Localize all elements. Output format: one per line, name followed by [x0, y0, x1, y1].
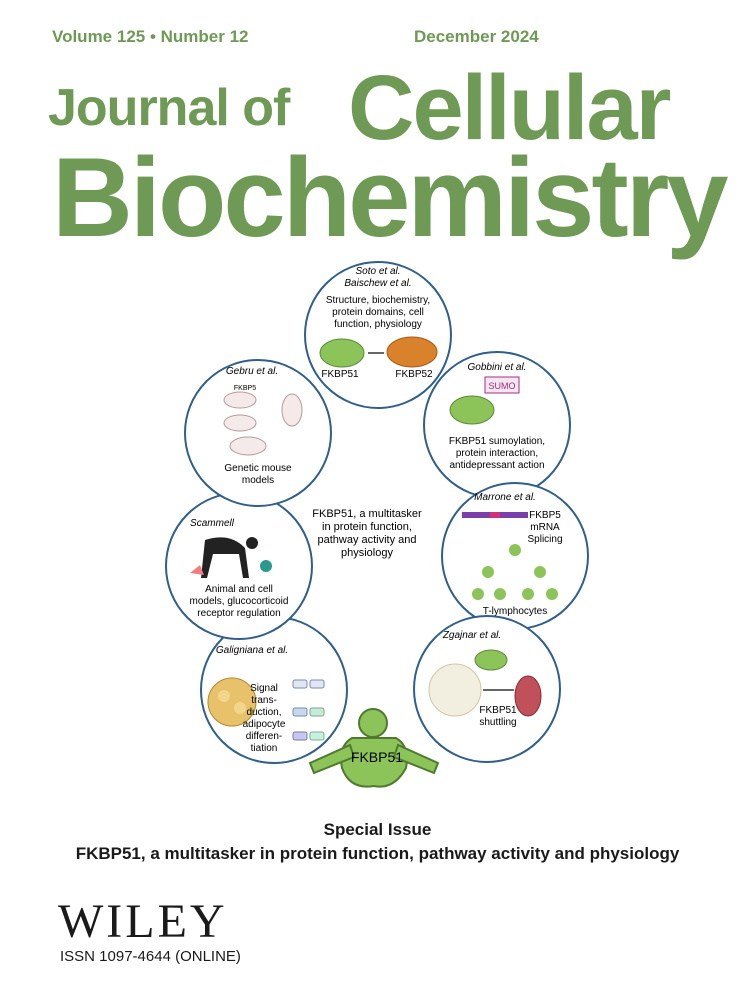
circle-text-line: mRNA [530, 522, 560, 533]
gene-label: FKBP5 [234, 385, 256, 392]
circle-text-line: Splicing [527, 534, 562, 545]
cover-illustration: Soto et al. Baischew et al. Structure, b… [165, 261, 589, 788]
circle-text-line: receptor regulation [197, 608, 280, 619]
journal-title-part1: Journal of [48, 79, 290, 137]
circle-text-line: Structure, biochemistry, [326, 295, 430, 306]
fkbp51-protein [449, 395, 495, 425]
circle-text-line: FKBP5 [529, 510, 561, 521]
protein-label: FKBP52 [395, 369, 433, 380]
fkbp51-protein [319, 338, 365, 368]
center-text-line: in protein function, [322, 521, 412, 533]
circle-zgajnar: Zgajnar et al. FKBP51 shuttling [413, 615, 561, 763]
circle-text-line: function, physiology [334, 319, 422, 330]
sumo-label: SUMO [489, 381, 516, 391]
journal-title-part2: Cellular [348, 57, 671, 159]
figure-label: FKBP51 [351, 749, 403, 765]
circle-text-line: T-lymphocytes [483, 606, 547, 617]
center-text-line: physiology [341, 547, 393, 559]
circle-text-line: shuttling [479, 717, 516, 728]
circle-text-line: models, glucocorticoid [190, 596, 289, 607]
cell-icon [190, 565, 204, 575]
journal-title-part3: Biochemistry [52, 135, 729, 260]
fkbp51-figure: FKBP51 [308, 708, 440, 788]
circle-text-line: Genetic mouse [224, 463, 292, 474]
sumo-tag [484, 376, 520, 394]
circle-text-line: Signal [250, 683, 278, 694]
mitochondrion-icon [514, 675, 542, 717]
center-text-line: FKBP51, a multitasker [312, 508, 422, 520]
circle-gobbini: Gobbini et al. SUMO FKBP51 sumoylation, … [423, 351, 571, 499]
circle-galigniana: Galigniana et al. Signal trans- duction,… [200, 616, 348, 764]
circle-text-line: protein interaction, [456, 448, 538, 459]
circle-soto: Soto et al. Baischew et al. Structure, b… [304, 261, 452, 409]
circle-marrone: Marrone et al. FKBP5 mRNA Splicing T-lym… [441, 482, 589, 630]
circle-authors: Zgajnar et al. [442, 630, 501, 641]
special-issue-heading: Special Issue [323, 820, 432, 839]
special-issue-subtitle: FKBP51, a multitasker in protein functio… [75, 844, 680, 863]
volume-number: Volume 125 • Number 12 [52, 27, 249, 46]
monkey-icon [201, 537, 249, 578]
circle-authors: Gebru et al. [226, 366, 278, 377]
cell-icon [509, 544, 521, 556]
fkbp52-protein [386, 336, 438, 368]
circle-authors: Galigniana et al. [216, 645, 288, 656]
circle-text-line: adipocyte [243, 719, 286, 730]
protein-label: FKBP51 [321, 369, 359, 380]
circle-text-line: FKBP51 [479, 705, 517, 716]
circle-text-line: FKBP51 sumoylation, [449, 436, 545, 447]
circle-text-line: Animal and cell [205, 584, 273, 595]
pathway-node [292, 679, 308, 689]
mouse-icon [223, 391, 257, 409]
circle-text-line: differen- [246, 731, 283, 742]
circle-authors: Gobbini et al. [468, 362, 527, 373]
issn-number: ISSN 1097-4644 (ONLINE) [60, 948, 241, 965]
center-text-line: pathway activity and [317, 534, 416, 546]
circle-authors: Scammell [190, 518, 235, 529]
circle-authors: Soto et al. [355, 266, 400, 277]
issue-date: December 2024 [414, 27, 539, 46]
nucleus-icon [428, 663, 482, 717]
publisher-logo: WILEY [58, 895, 228, 948]
circle-text-line: protein domains, cell [332, 307, 424, 318]
fkbp51-protein [474, 649, 508, 671]
circle-authors: Baischew et al. [344, 278, 411, 289]
circle-authors: Marrone et al. [474, 492, 536, 503]
circle-scammell: Scammell Animal and cell models, glucoco… [165, 492, 313, 640]
circle-text-line: trans- [251, 695, 277, 706]
circle-text-line: tiation [251, 743, 278, 754]
adipocyte-icon [207, 677, 257, 727]
circle-text-line: duction, [246, 707, 281, 718]
circle-gebru: Gebru et al. FKBP5 Genetic mouse models [184, 359, 332, 507]
circle-text-line: models [242, 475, 274, 486]
circle-text-line: antidepressant action [449, 460, 544, 471]
